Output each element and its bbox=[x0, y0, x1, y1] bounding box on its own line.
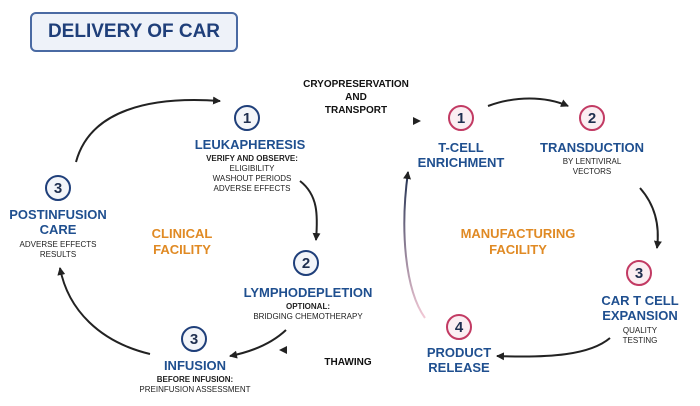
step-number-badge: 1 bbox=[448, 105, 474, 131]
transduction-details: BY LENTIVIRAL VECTORS bbox=[562, 157, 622, 176]
tcell-enrichment-title: T-CELL ENRICHMENT bbox=[417, 140, 505, 170]
arrow-expansion-to-release bbox=[496, 337, 611, 361]
page-title: DELIVERY OF CAR bbox=[30, 12, 238, 52]
step-number-badge: 2 bbox=[579, 105, 605, 131]
leukapheresis-details: VERIFY AND OBSERVE: ELIGIBILITY WASHOUT … bbox=[206, 154, 298, 193]
clinical-facility-label: CLINICAL FACILITY bbox=[151, 226, 213, 257]
arrow-release-to-tcell bbox=[403, 171, 426, 319]
postinfusion-title: POSTINFUSION CARE bbox=[9, 207, 107, 237]
step-number-badge: 3 bbox=[181, 326, 207, 352]
cryopreservation-label: CRYOPRESERVATION AND TRANSPORT bbox=[303, 79, 409, 116]
step-number-badge: 3 bbox=[626, 260, 652, 286]
arrow-tcell-to-transduction bbox=[487, 97, 569, 107]
arrow-lymphodepletion-to-infusion bbox=[229, 329, 287, 359]
manufacturing-facility-label: MANUFACTURING FACILITY bbox=[460, 226, 576, 257]
postinfusion-details: ADVERSE EFFECTS RESULTS bbox=[19, 240, 97, 259]
arrow-transduction-to-expansion bbox=[639, 187, 662, 249]
arrow-leukapheresis-to-lymphodepletion bbox=[299, 180, 321, 241]
transduction-title: TRANSDUCTION bbox=[540, 140, 644, 155]
step-number-badge: 3 bbox=[45, 175, 71, 201]
infusion-details: BEFORE INFUSION: PREINFUSION ASSESSMENT bbox=[139, 375, 251, 394]
product-release-title: PRODUCT RELEASE bbox=[426, 345, 492, 375]
leukapheresis-title: LEUKAPHERESIS bbox=[194, 137, 306, 152]
step-number-badge: 2 bbox=[293, 250, 319, 276]
thawing-label: THAWING bbox=[324, 357, 372, 368]
step-number-badge: 1 bbox=[234, 105, 260, 131]
arrow-postinfusion-to-leukapheresis bbox=[75, 96, 221, 163]
lymphodepletion-title: LYMPHODEPLETION bbox=[243, 285, 373, 300]
arrow-infusion-to-postinfusion bbox=[57, 267, 151, 355]
car-t-expansion-title: CAR T CELL EXPANSION bbox=[601, 293, 679, 323]
step-number-badge: 4 bbox=[446, 314, 472, 340]
car-t-expansion-details: QUALITY TESTING bbox=[622, 326, 658, 345]
infusion-title: INFUSION bbox=[163, 358, 227, 373]
lymphodepletion-details: OPTIONAL: BRIDGING CHEMOTHERAPY bbox=[253, 302, 363, 321]
